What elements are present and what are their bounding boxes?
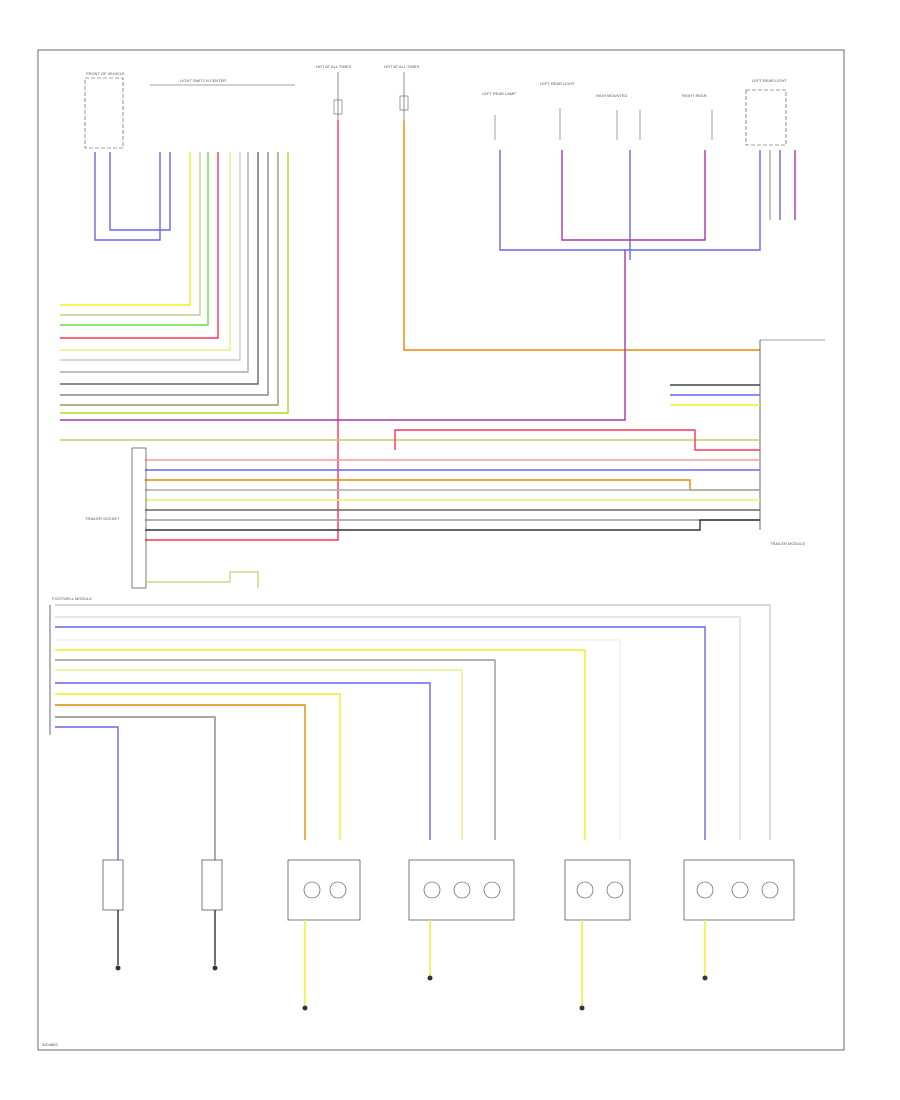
diagram-frame — [37, 49, 845, 1051]
trailer-module: TRAILER MODULE — [759, 339, 825, 546]
top-right-components: LEFT REAR LAMP LEFT REAR LIGHT HIGH MOUN… — [482, 78, 787, 146]
wire-red-fuse1 — [145, 120, 339, 541]
svg-text:TRAILER SOCKET: TRAILER SOCKET — [85, 516, 120, 521]
svg-text:HOT AT ALL TIMES: HOT AT ALL TIMES — [384, 64, 419, 69]
ground-symbols — [115, 965, 708, 1011]
svg-text:LEFT REAR LIGHT: LEFT REAR LIGHT — [752, 78, 787, 83]
top-left-component: FRONT OF VEHICLE — [84, 71, 125, 149]
svg-text:RIGHT REAR: RIGHT REAR — [682, 93, 707, 98]
wire-orange-fuse2 — [403, 120, 760, 351]
wires-bottom — [55, 604, 771, 860]
ground-wires — [117, 910, 706, 1005]
svg-text:LEFT REAR LIGHT: LEFT REAR LIGHT — [540, 81, 575, 86]
light-switch-center-label: LIGHT SWITCH CENTER — [180, 78, 226, 83]
fuse-header-1: HOT AT ALL TIMES — [316, 64, 351, 120]
wires-top-right — [60, 150, 796, 421]
svg-text:HOT AT ALL TIMES: HOT AT ALL TIMES — [316, 64, 351, 69]
fuse-header-2: HOT AT ALL TIMES — [384, 64, 419, 120]
svg-text:FRONT OF VEHICLE: FRONT OF VEHICLE — [86, 71, 125, 76]
wires-top-left — [60, 152, 289, 414]
footwell-module: FOOTWELL MODULE — [49, 596, 92, 735]
light-switch-center-header: LIGHT SWITCH CENTER — [150, 78, 295, 86]
page-ref: WD4863 — [42, 1042, 58, 1047]
trailer-socket: TRAILER SOCKET — [85, 447, 259, 589]
svg-text:HIGH MOUNTED: HIGH MOUNTED — [596, 93, 627, 98]
bottom-components — [102, 859, 795, 921]
svg-text:FOOTWELL MODULE: FOOTWELL MODULE — [52, 596, 92, 601]
svg-text:LEFT REAR LAMP: LEFT REAR LAMP — [482, 91, 516, 96]
svg-text:TRAILER MODULE: TRAILER MODULE — [770, 541, 805, 546]
wires-middle — [60, 384, 760, 531]
